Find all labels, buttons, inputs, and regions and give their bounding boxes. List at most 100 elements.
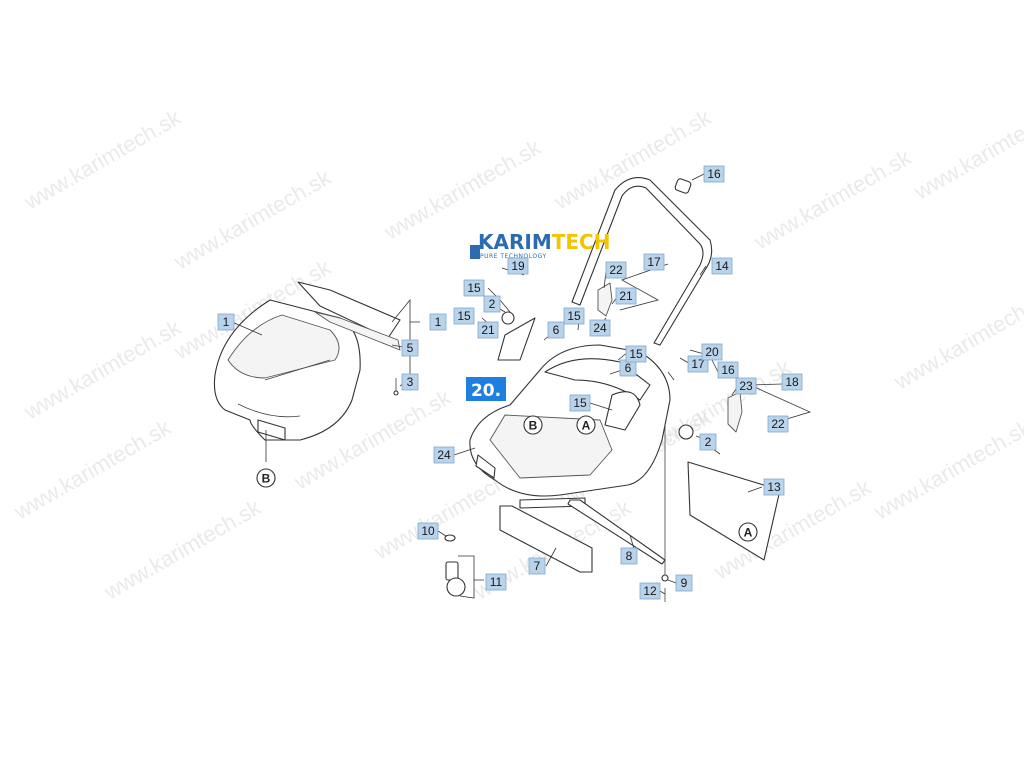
callout-box bbox=[643, 253, 665, 271]
watermark-text: www.karimtech.sk bbox=[869, 414, 1024, 525]
svg-text:KARIMTECH: KARIMTECH bbox=[478, 230, 610, 254]
callout-box bbox=[675, 574, 693, 592]
callout-box bbox=[735, 377, 757, 395]
callout-number: 20 bbox=[705, 345, 719, 359]
watermark-text: www.karimtech.sk bbox=[549, 104, 716, 215]
callout-box bbox=[453, 307, 475, 325]
callout-1: 1 bbox=[429, 313, 447, 331]
callout-23: 23 bbox=[735, 377, 757, 395]
callout-18: 18 bbox=[781, 373, 803, 391]
callout-number: 12 bbox=[643, 584, 657, 598]
watermark-text: www.karimtech.sk bbox=[169, 164, 336, 275]
callout-12: 12 bbox=[639, 582, 661, 600]
ref-marker-a: A bbox=[576, 415, 596, 435]
callout-number: 1 bbox=[223, 315, 230, 329]
callout-20: 20 bbox=[701, 343, 723, 361]
callout-17: 17 bbox=[643, 253, 665, 271]
callout-box bbox=[507, 257, 529, 275]
logo-accent: TECH bbox=[552, 230, 611, 254]
callout-24: 24 bbox=[433, 446, 455, 464]
callout-number: 15 bbox=[567, 309, 581, 323]
callout-box bbox=[699, 433, 717, 451]
callout-box bbox=[429, 313, 447, 331]
svg-text:A: A bbox=[744, 526, 753, 540]
watermark-text: www.karimtech.sk bbox=[909, 94, 1024, 205]
svg-text:B: B bbox=[529, 419, 538, 433]
watermark-text: www.karimtech.sk bbox=[99, 494, 266, 605]
callout-15: 15 bbox=[453, 307, 475, 325]
callout-number: 2 bbox=[489, 297, 496, 311]
callout-6: 6 bbox=[547, 321, 565, 339]
group-label-text: 20. bbox=[471, 381, 501, 401]
callout-1: 1 bbox=[217, 313, 235, 331]
callout-13: 13 bbox=[763, 478, 785, 496]
lower-parts bbox=[444, 425, 781, 602]
callout-box bbox=[625, 345, 647, 363]
callout-box bbox=[717, 361, 739, 379]
callout-box bbox=[781, 373, 803, 391]
callout-number: 10 bbox=[421, 524, 435, 538]
callout-number: 17 bbox=[691, 357, 705, 371]
callout-box bbox=[703, 165, 725, 183]
callout-box bbox=[615, 287, 637, 305]
callout-number: 15 bbox=[629, 347, 643, 361]
callout-2: 2 bbox=[483, 295, 501, 313]
karimtech-logo: KARIMTECH PURE TECHNOLOGY bbox=[470, 230, 610, 260]
callout-number: 19 bbox=[511, 259, 525, 273]
watermark-text: www.karimtech.sk bbox=[889, 284, 1024, 395]
callout-number: 14 bbox=[715, 259, 729, 273]
callout-number: 17 bbox=[647, 255, 661, 269]
callout-number: 24 bbox=[593, 321, 607, 335]
logo-tagline: PURE TECHNOLOGY bbox=[480, 253, 547, 260]
ref-marker-a: A bbox=[738, 522, 758, 542]
callout-number: 21 bbox=[619, 289, 633, 303]
callout-box bbox=[401, 339, 419, 357]
callout-21: 21 bbox=[615, 287, 637, 305]
callout-15: 15 bbox=[625, 345, 647, 363]
callout-box bbox=[483, 295, 501, 313]
logo-name: KARIM bbox=[478, 230, 552, 254]
callout-24: 24 bbox=[589, 319, 611, 337]
callout-10: 10 bbox=[417, 522, 439, 540]
callout-16: 16 bbox=[703, 165, 725, 183]
callout-number: 2 bbox=[705, 435, 712, 449]
callout-15: 15 bbox=[563, 307, 585, 325]
callout-number: 6 bbox=[553, 323, 560, 337]
reference-markers: A A B B bbox=[256, 415, 758, 542]
callout-box bbox=[569, 394, 591, 412]
callout-number: 16 bbox=[721, 363, 735, 377]
dirt-container bbox=[213, 281, 401, 441]
callout-15: 15 bbox=[463, 279, 485, 297]
svg-text:A: A bbox=[582, 419, 591, 433]
callout-number: 22 bbox=[609, 263, 623, 277]
callout-box bbox=[589, 319, 611, 337]
callout-3: 3 bbox=[401, 373, 419, 391]
callout-number: 1 bbox=[435, 315, 442, 329]
callout-number: 23 bbox=[739, 379, 753, 393]
watermark-text: www.karimtech.sk bbox=[749, 144, 916, 255]
callout-22: 22 bbox=[605, 261, 627, 279]
callout-number: 5 bbox=[407, 341, 414, 355]
callout-number: 8 bbox=[626, 549, 633, 563]
watermark-text: www.karimtech.sk bbox=[9, 414, 176, 525]
callout-number: 13 bbox=[767, 480, 781, 494]
callout-box bbox=[763, 478, 785, 496]
callout-number: 24 bbox=[437, 448, 451, 462]
callout-7: 7 bbox=[528, 557, 546, 575]
callout-box bbox=[767, 415, 789, 433]
callout-number: 15 bbox=[467, 281, 481, 295]
callout-number: 18 bbox=[785, 375, 799, 389]
watermark-text: www.karimtech.sk bbox=[19, 314, 186, 425]
callout-box bbox=[711, 257, 733, 275]
watermark-text: www.karimtech.sk bbox=[379, 134, 546, 245]
svg-text:B: B bbox=[262, 472, 271, 486]
callout-16: 16 bbox=[717, 361, 739, 379]
callout-15: 15 bbox=[569, 394, 591, 412]
callout-2: 2 bbox=[699, 433, 717, 451]
push-handle bbox=[571, 177, 743, 433]
callout-number: 3 bbox=[407, 375, 414, 389]
callout-14: 14 bbox=[711, 257, 733, 275]
callout-box bbox=[401, 373, 419, 391]
